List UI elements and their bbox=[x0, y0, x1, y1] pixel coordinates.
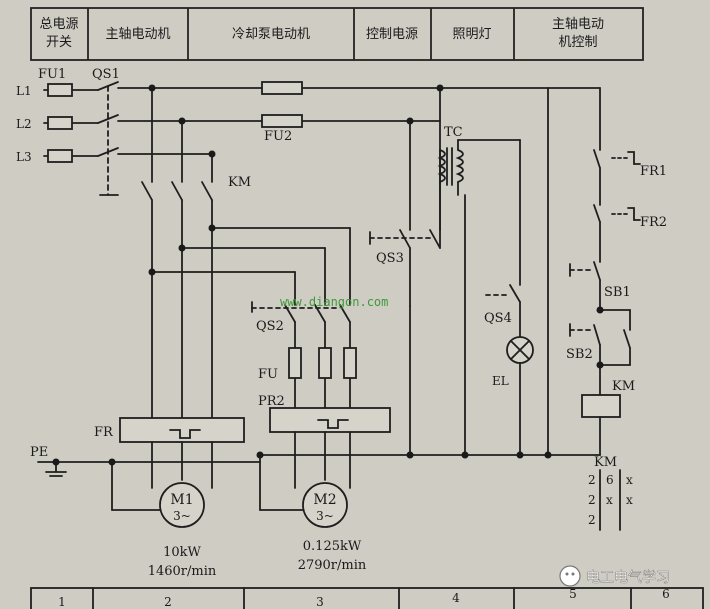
label-l3: L3 bbox=[16, 150, 32, 164]
label-fu: FU bbox=[258, 367, 278, 382]
header-cell-power-1: 总电源 bbox=[39, 17, 78, 32]
label-l2: L2 bbox=[16, 117, 32, 131]
label-m1: M1 bbox=[170, 492, 193, 508]
label-l1: L1 bbox=[16, 84, 32, 98]
label-m2-phase: 3~ bbox=[316, 509, 334, 523]
label-fr1-contact: FR1 bbox=[640, 164, 667, 179]
label-tc: TC bbox=[444, 125, 463, 140]
label-qs1: QS1 bbox=[92, 67, 120, 82]
junction-dots bbox=[52, 84, 604, 466]
header-cell-spindle-ctrl-1: 主轴电动 bbox=[552, 17, 604, 32]
label-m2: M2 bbox=[313, 492, 336, 508]
footer-cell-4: 4 bbox=[452, 591, 460, 605]
label-fr2-contact: FR2 bbox=[640, 215, 667, 230]
km-table-title: KM bbox=[594, 455, 617, 470]
footer-cell-2: 2 bbox=[164, 595, 172, 609]
km-table-r0c1: 6 bbox=[606, 473, 614, 487]
label-km-main: KM bbox=[228, 175, 251, 190]
km-table-r1c0: 2 bbox=[588, 493, 596, 507]
header-cell-control-power: 控制电源 bbox=[366, 27, 418, 42]
label-fr1: FR bbox=[94, 425, 114, 440]
header-cell-spindle: 主轴电动机 bbox=[105, 27, 170, 42]
footer-cell-5: 5 bbox=[569, 587, 577, 601]
footer-cell-1: 1 bbox=[58, 595, 66, 609]
label-el: EL bbox=[492, 374, 509, 388]
label-pr2: PR2 bbox=[258, 394, 285, 409]
wechat-icon bbox=[559, 565, 581, 587]
motor2-speed: 2790r/min bbox=[298, 558, 367, 573]
brand-badge: 电工电气学习 bbox=[559, 565, 670, 587]
fuse-fu1 bbox=[47, 83, 73, 163]
header-table bbox=[30, 7, 644, 61]
label-pe: PE bbox=[30, 445, 48, 460]
label-qs2: QS2 bbox=[256, 319, 284, 334]
brand-text: 电工电气学习 bbox=[586, 570, 670, 586]
header-cell-coolant: 冷却泵电动机 bbox=[232, 27, 310, 42]
header-cell-lighting: 照明灯 bbox=[452, 27, 491, 42]
label-km-coil: KM bbox=[612, 379, 635, 394]
label-fu2: FU2 bbox=[264, 129, 292, 144]
header-cell-spindle-ctrl-2: 机控制 bbox=[558, 35, 597, 50]
label-fu1: FU1 bbox=[38, 67, 66, 82]
km-table-r0c0: 2 bbox=[588, 473, 596, 487]
km-table-r2c0: 2 bbox=[588, 513, 596, 527]
label-sb1: SB1 bbox=[604, 285, 631, 300]
label-qs4: QS4 bbox=[484, 311, 512, 326]
watermark-text: www.diangon.com bbox=[280, 295, 388, 309]
motor2-power: 0.125kW bbox=[303, 539, 362, 554]
km-table-r1c1: x bbox=[606, 493, 613, 507]
footer-cell-3: 3 bbox=[316, 595, 324, 609]
footer-cell-6: 6 bbox=[662, 587, 670, 601]
motor1-power: 10kW bbox=[163, 545, 201, 560]
wiring bbox=[30, 81, 704, 609]
motor1-speed: 1460r/min bbox=[148, 564, 217, 579]
label-m1-phase: 3~ bbox=[173, 509, 191, 523]
label-sb2: SB2 bbox=[566, 347, 593, 362]
km-table-r0c2: x bbox=[626, 473, 633, 487]
km-table-r1c2: x bbox=[626, 493, 633, 507]
header-cell-power-2: 开关 bbox=[46, 35, 72, 50]
label-qs3: QS3 bbox=[376, 251, 404, 266]
